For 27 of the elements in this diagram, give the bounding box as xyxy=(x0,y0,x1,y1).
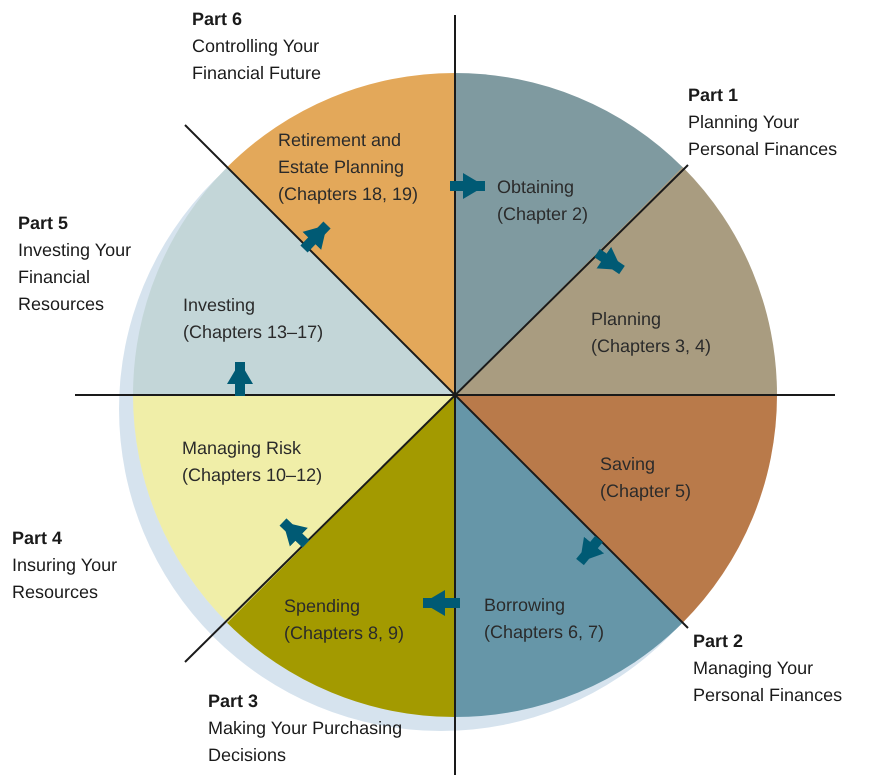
part-heading: Part 5 xyxy=(18,212,70,235)
sector-label: Borrowing (Chapters 6, 7) xyxy=(484,594,606,644)
sector-label: Retirement and Estate Planning (Chapters 18, 19) xyxy=(278,129,420,206)
sector-label: Managing Risk (Chapters 10–12) xyxy=(182,437,324,487)
part-title: Insuring Your Resources xyxy=(12,554,118,604)
flow-arrow xyxy=(280,518,310,548)
flow-arrow xyxy=(576,536,604,566)
part-title: Investing Your Financial Resources xyxy=(18,239,132,316)
part-heading: Part 6 xyxy=(192,8,244,31)
part-title: Controlling Your Financial Future xyxy=(192,35,322,85)
sector-label: Saving (Chapter 5) xyxy=(600,453,692,503)
part-heading: Part 4 xyxy=(12,527,64,550)
sector-label: Planning (Chapters 3, 4) xyxy=(591,308,712,358)
part-title: Planning Your Personal Finances xyxy=(688,111,838,161)
part-title: Managing Your Personal Finances xyxy=(693,657,844,707)
flow-arrow xyxy=(300,222,331,252)
flow-arrow xyxy=(423,590,460,616)
sector-label: Obtaining (Chapter 2) xyxy=(497,176,590,226)
part-heading: Part 2 xyxy=(693,630,744,653)
part-title: Making Your Purchasing Decisions xyxy=(208,717,404,767)
flow-arrow xyxy=(450,173,485,199)
sector-label: Investing (Chapters 13–17) xyxy=(183,294,324,344)
flow-arrow xyxy=(227,362,253,396)
part-heading: Part 1 xyxy=(688,84,740,107)
flow-arrow xyxy=(594,246,625,274)
sector-label: Spending (Chapters 8, 9) xyxy=(284,595,406,645)
part-heading: Part 3 xyxy=(208,690,260,713)
